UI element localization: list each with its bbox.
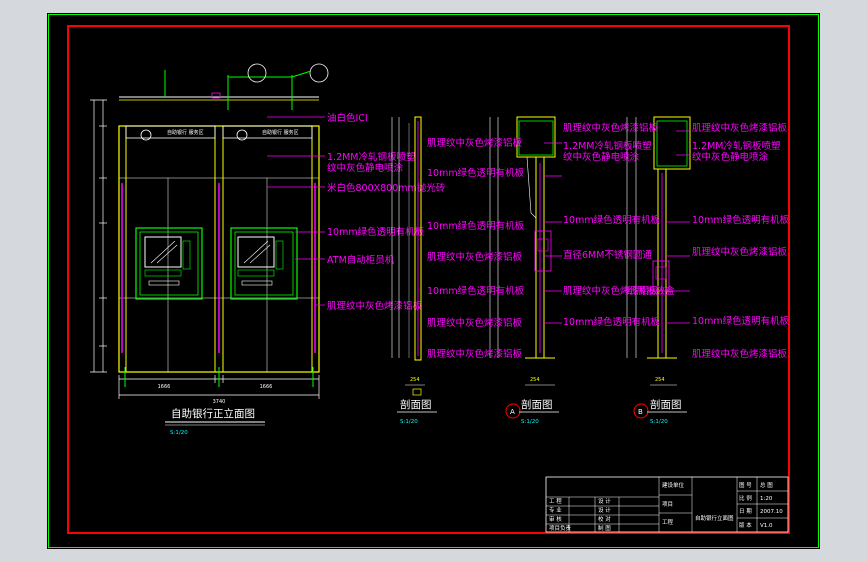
section-b-marker: B bbox=[638, 408, 643, 416]
label-atm: ATM自动柜员机 bbox=[327, 254, 395, 266]
section-a-scale: S:1/20 bbox=[521, 419, 539, 425]
title-block: 工 程 设 计 专 业 设 计 审 核 校 对 项目负责 制 图 建设单位 项目… bbox=[545, 476, 789, 533]
drawing-frame bbox=[67, 25, 790, 534]
section-b-label-6: 肌理纹中灰色烤漆铝板 bbox=[563, 285, 659, 297]
section-c-label-1: 肌理纹中灰色烤漆铝板 bbox=[692, 122, 788, 134]
section-a-marker: A bbox=[510, 408, 515, 416]
tb-right-value-3: 2007.10 bbox=[760, 509, 783, 515]
main-view-title: 自助银行正立面图 bbox=[171, 407, 255, 420]
section-b-title: 剖面图 bbox=[650, 398, 682, 411]
outer-border bbox=[48, 14, 819, 548]
tb-client: 建设单位 bbox=[662, 481, 685, 489]
section-c-label-3: 纹中灰色静电喷涂 bbox=[692, 151, 769, 163]
tb-right-value-4: V1.0 bbox=[760, 523, 773, 529]
dim-total: 3740 bbox=[213, 399, 226, 405]
tb-right-label-4: 版 本 bbox=[739, 521, 752, 529]
section-c-label-8: 肌理纹中灰色烤漆铝板 bbox=[692, 348, 788, 360]
section-view-c-labels: 肌理纹中灰色烤漆铝板 1.2MM冷轧钢板喷塑 纹中灰色静电喷涂 10mm绿色透明… bbox=[627, 122, 790, 360]
label-steel-1: 1.2MM冷轧钢板喷塑 bbox=[327, 151, 416, 163]
tb-right-value-1: 总 图 bbox=[760, 481, 773, 489]
tb-row2-a: 专 业 bbox=[549, 506, 562, 514]
section-a-label-5: 10mm绿色透明有机板 bbox=[427, 285, 525, 297]
tb-row4-a: 项目负责 bbox=[549, 524, 572, 532]
section-c-label-4: 10mm绿色透明有机板 bbox=[692, 214, 790, 226]
tb-row4-b: 制 图 bbox=[598, 524, 611, 532]
tb-right-label-3: 日 期 bbox=[739, 508, 752, 515]
tb-row1-b: 设 计 bbox=[598, 497, 611, 505]
section-b-scale: S:1/20 bbox=[650, 419, 668, 425]
dim-bay-1: 1666 bbox=[158, 384, 171, 390]
section-b-label-5: 直径6MM不锈钢圆通 bbox=[563, 249, 652, 261]
tb-right-label-1: 图 号 bbox=[739, 481, 752, 489]
section-a-label-1: 肌理纹中灰色烤漆铝板 bbox=[427, 137, 523, 149]
section-a-title: 剖面图 bbox=[521, 398, 553, 411]
atm-machine-right bbox=[230, 227, 298, 300]
label-aluminum: 肌理纹中灰色烤漆铝板 bbox=[327, 300, 423, 312]
section-1-title: 剖面图 bbox=[400, 398, 432, 411]
label-tile: 米白色800X800mm抛光砖 bbox=[327, 182, 446, 194]
tb-row1-a: 工 程 bbox=[549, 497, 562, 505]
section-b-label-8: 10mm绿色透明有机板 bbox=[563, 316, 661, 328]
section-c-label-5: 肌理纹中灰色烤漆铝板 bbox=[692, 246, 788, 258]
cad-viewport[interactable]: 自助银行 服务区 自助银行 服务区 bbox=[47, 13, 820, 549]
section-a-label-3: 10mm绿色透明有机板 bbox=[427, 220, 525, 232]
section-b-label-1: 肌理纹中灰色烤漆铝板 bbox=[563, 122, 659, 134]
tb-project: 项目 bbox=[662, 501, 673, 508]
drawing-text: 254 bbox=[655, 377, 665, 383]
section-b-label-3: 纹中灰色静电喷涂 bbox=[563, 151, 640, 163]
cad-drawing: 自助银行 服务区 自助银行 服务区 bbox=[48, 14, 819, 548]
section-c-label-7: 纸屑投放盒 bbox=[627, 285, 675, 297]
tb-row3-b: 校 对 bbox=[598, 515, 611, 523]
tb-row3-a: 审 核 bbox=[549, 515, 562, 523]
label-acrylic: 10mm绿色透明有机板 bbox=[327, 226, 425, 238]
tb-engineering: 工程 bbox=[662, 518, 674, 526]
drawing-text: 254 bbox=[410, 377, 420, 383]
section-view-b: 254 B 剖面图 S:1/20 肌理纹中灰色烤漆铝板 1.2MM冷轧钢板喷塑 … bbox=[563, 116, 691, 425]
main-scale: S:1/20 bbox=[170, 430, 188, 436]
section-view-1: 254 剖面图 S:1/20 bbox=[391, 116, 437, 425]
section-b-label-4: 10mm绿色透明有机板 bbox=[563, 214, 661, 226]
tb-right-label-2: 比 例 bbox=[739, 494, 752, 502]
section-a-label-4: 肌理纹中灰色烤漆铝板 bbox=[427, 251, 523, 263]
atm-machine-left bbox=[135, 227, 203, 300]
section-b-label-2: 1.2MM冷轧钢板喷塑 bbox=[563, 140, 652, 152]
label-steel-2: 纹中灰色静电喷涂 bbox=[327, 162, 404, 174]
drawing-text: 自助银行 服务区 bbox=[167, 129, 204, 136]
label-paint: 油白色ICI bbox=[327, 112, 368, 124]
section-view-a: 254 A 剖面图 S:1/20 肌理纹中灰色烤漆铝板 10mm绿色透明有机板 … bbox=[427, 116, 562, 425]
section-c-label-2: 1.2MM冷轧钢板喷塑 bbox=[692, 140, 781, 152]
tb-row2-b: 设 计 bbox=[598, 506, 611, 514]
section-c-label-6: 10mm绿色透明有机板 bbox=[692, 315, 790, 327]
dim-bay-2: 1666 bbox=[260, 384, 273, 390]
section-a-label-2: 10mm绿色透明有机板 bbox=[427, 167, 525, 179]
section-a-label-7: 肌理纹中灰色烤漆铝板 bbox=[427, 348, 523, 360]
section-1-scale: S:1/20 bbox=[400, 419, 418, 425]
tb-right-value-2: 1:20 bbox=[760, 496, 773, 502]
section-a-label-6: 肌理纹中灰色烤漆铝板 bbox=[427, 317, 523, 329]
tb-drawing-name: 自助银行立面图 bbox=[695, 514, 734, 522]
drawing-text: 自助银行 服务区 bbox=[262, 129, 299, 136]
drawing-text: 254 bbox=[530, 377, 540, 383]
main-elevation: 自助银行 服务区 自助银行 服务区 bbox=[90, 63, 446, 436]
